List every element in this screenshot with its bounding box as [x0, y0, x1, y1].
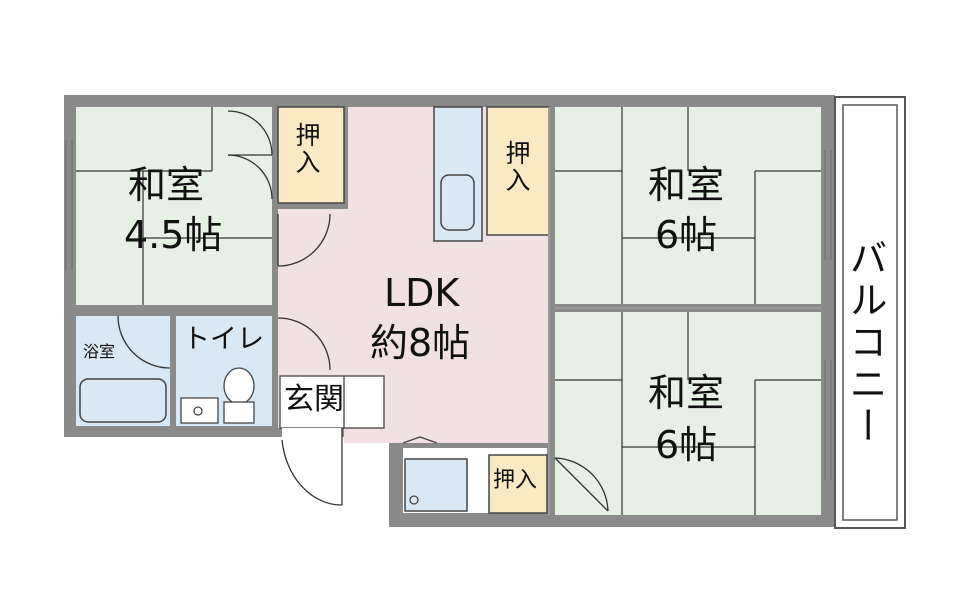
washitsu-se-size: 6帖: [655, 423, 718, 467]
ldk-size: 約8帖: [370, 321, 471, 365]
entrance-label: 玄関: [284, 382, 344, 417]
washitsu-se-name: 和室: [648, 371, 725, 415]
closet-bottom-label: 押入: [493, 468, 538, 493]
washitsu-ne-name: 和室: [648, 163, 725, 207]
entrance-floor: [279, 375, 385, 429]
balcony: [834, 96, 906, 529]
closet-center: [486, 106, 550, 236]
closet-nw-label: 押入: [292, 122, 321, 176]
balcony-label: バルコニー: [843, 238, 887, 448]
closet-bottom: [488, 454, 548, 514]
storage-bottom: [404, 458, 468, 512]
bath-label: 浴室: [83, 342, 116, 361]
closet-nw: [277, 106, 345, 204]
closet-center-label: 押入: [502, 140, 531, 194]
washitsu-ne-size: 6帖: [655, 213, 718, 257]
washitsu-nw-floor: [76, 107, 272, 305]
toilet-label: トイレ: [183, 324, 264, 355]
washitsu-nw-name: 和室: [128, 163, 205, 207]
ldk-name: LDK: [384, 271, 460, 315]
washitsu-nw-size: 4.5帖: [124, 213, 223, 257]
